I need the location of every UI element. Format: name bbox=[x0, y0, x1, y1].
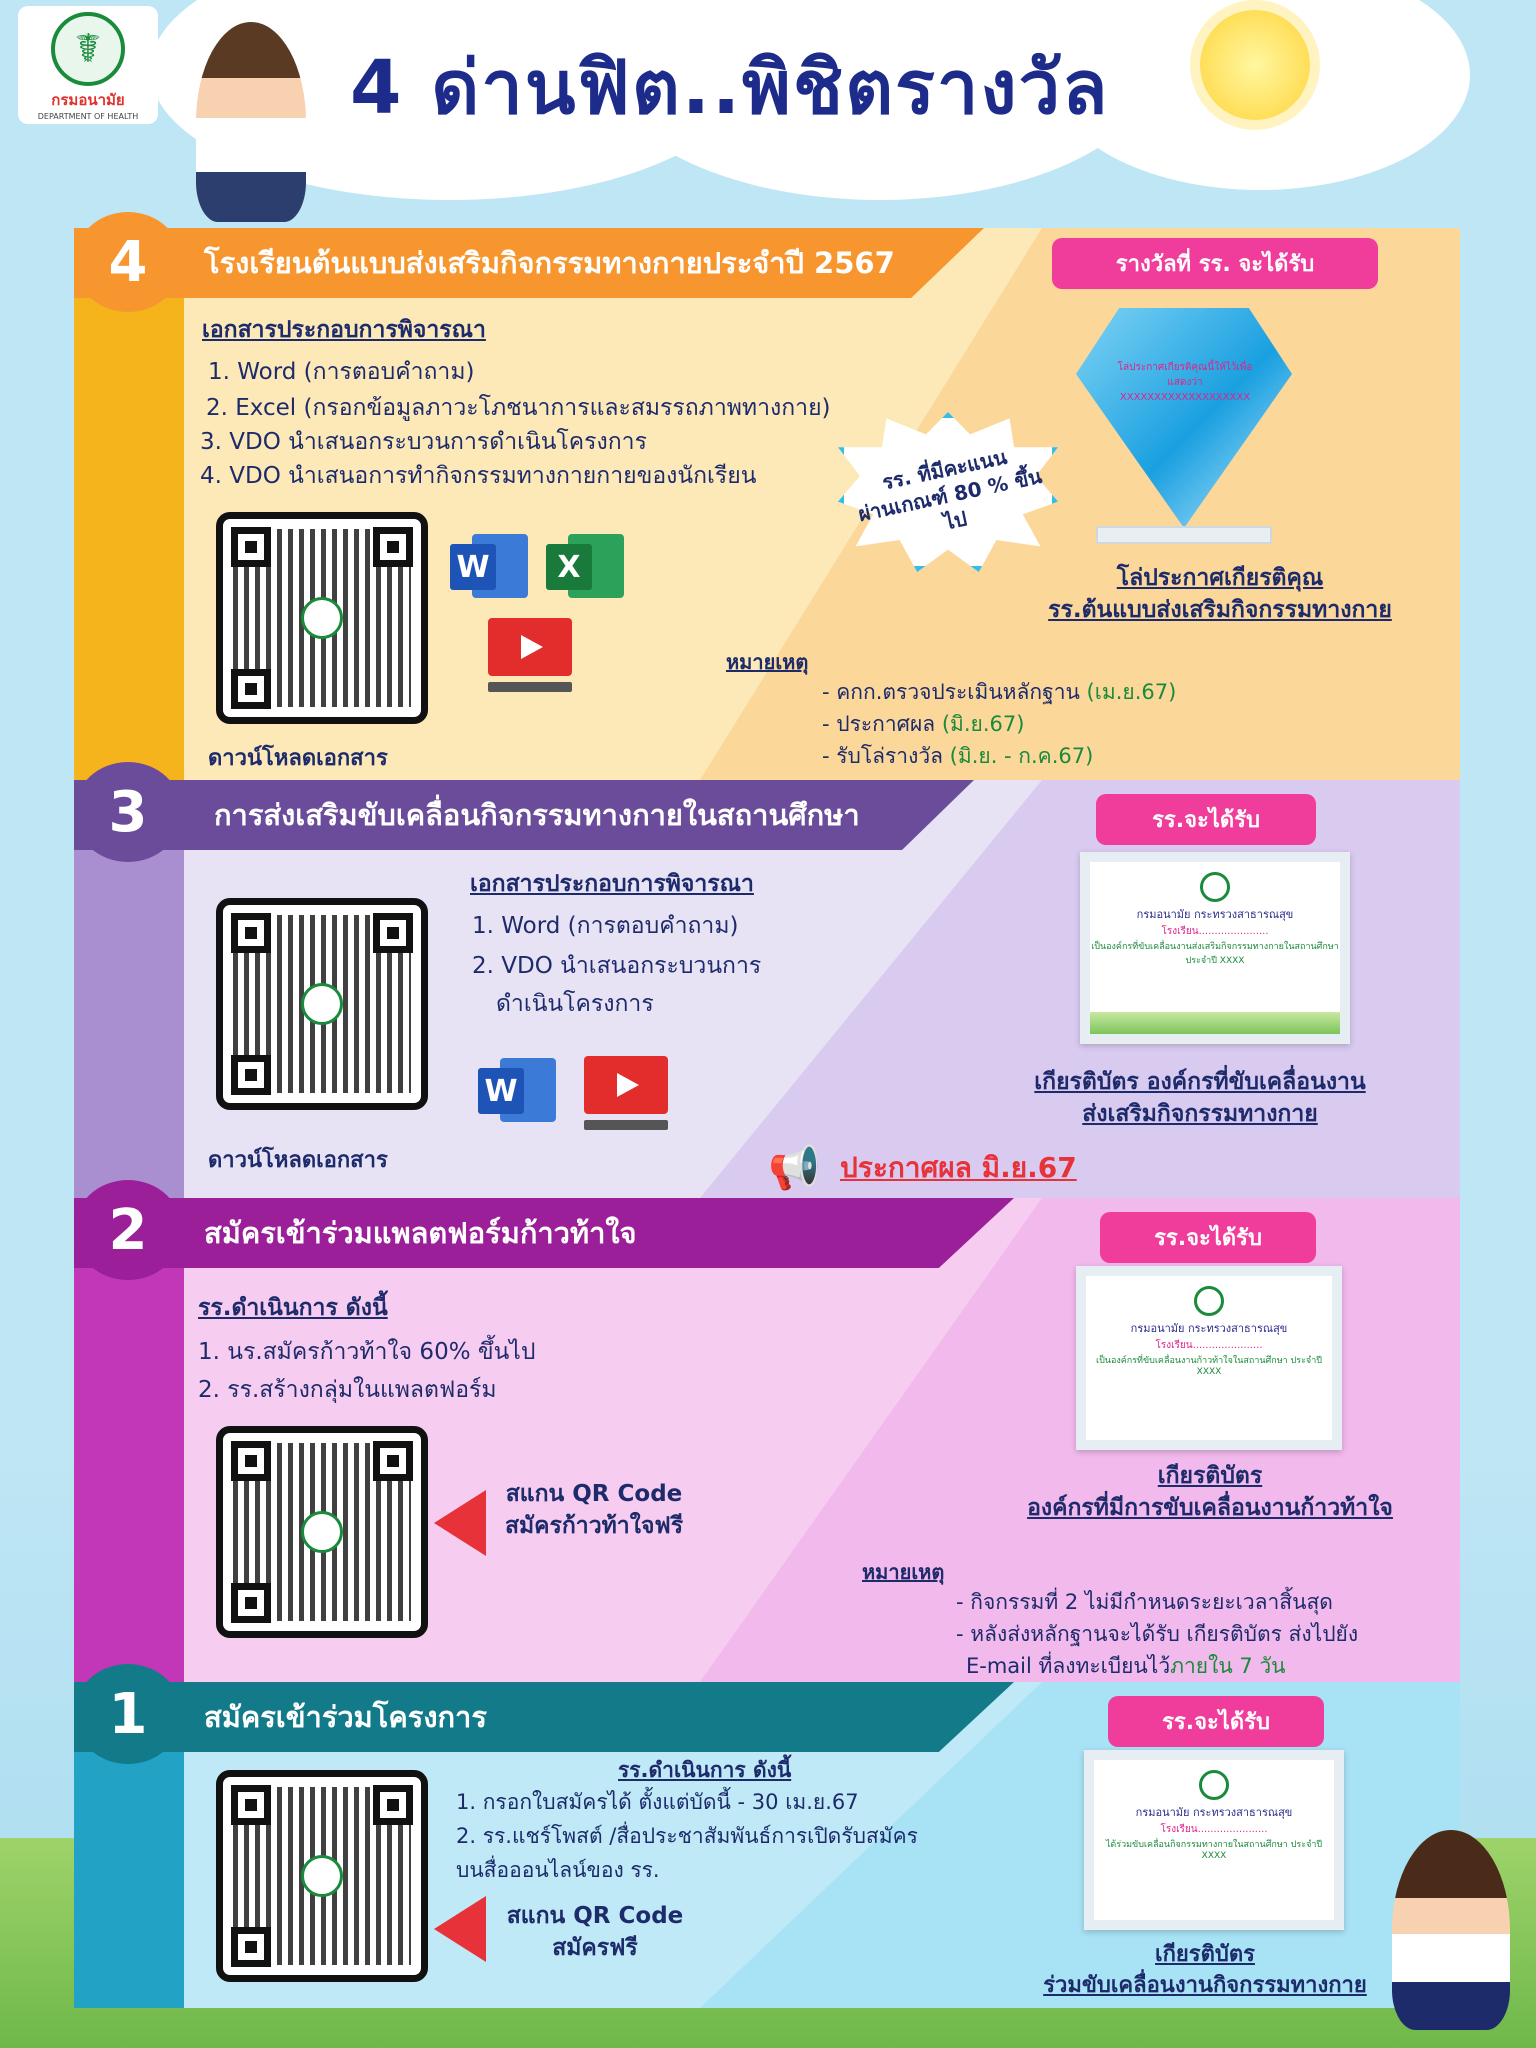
level3-doc-item: ดำเนินโครงการ bbox=[496, 991, 654, 1017]
level2-note-heading: หมายเหตุ bbox=[862, 1560, 945, 1584]
health-seal-icon bbox=[301, 983, 343, 1025]
level2-scan-instructions: สแกน QR Code สมัครก้าวท้าใจฟรี bbox=[504, 1481, 684, 1540]
level4-number-badge: 4 bbox=[74, 212, 182, 312]
trophy-inscription: โล่ประกาศเกียรติคุณนี้ให้ไว้เพื่อแสดงว่า… bbox=[1117, 362, 1253, 403]
level2-note: - หลังส่งหลักฐานจะได้รับ เกียรติบัตร ส่ง… bbox=[956, 1622, 1359, 1646]
megaphone-icon: 📢 bbox=[768, 1143, 821, 1192]
level4-note: - คกก.ตรวจประเมินหลักฐาน (เม.ย.67) bbox=[822, 680, 1177, 704]
level1-title: สมัครเข้าร่วมโครงการ bbox=[204, 1700, 487, 1734]
boy-character-illustration bbox=[196, 22, 306, 222]
level3-doc-item: 1. Word (การตอบคำถาม) bbox=[472, 913, 739, 939]
pointer-arrow-icon bbox=[434, 1490, 486, 1556]
level1-step-item: 2. รร.แชร์โพสต์ /สื่อประชาสัมพันธ์การเปิ… bbox=[456, 1824, 918, 1848]
level4-note: - รับโล่รางวัล (มิ.ย. - ก.ค.67) bbox=[822, 744, 1094, 768]
level1-reward-pill: รร.จะได้รับ bbox=[1108, 1696, 1324, 1747]
level4-title: โรงเรียนต้นแบบส่งเสริมกิจกรรมทางกายประจำ… bbox=[204, 246, 895, 280]
level4-doc-item: 4. VDO นำเสนอการทำกิจกรรมทางกายกายของนัก… bbox=[200, 463, 757, 489]
level1-certificate-image: กรมอนามัย กระทรวงสาธารณสุข โรงเรียน.....… bbox=[1084, 1750, 1344, 1930]
level1-signup-qr-code[interactable] bbox=[216, 1770, 428, 1982]
level3-title: การส่งเสริมขับเคลื่อนกิจกรรมทางกายในสถาน… bbox=[214, 798, 860, 832]
level2-reward-pill: รร.จะได้รับ bbox=[1100, 1212, 1316, 1263]
level3-reward-pill: รร.จะได้รับ bbox=[1096, 794, 1316, 845]
level4-reward-pill: รางวัลที่ รร. จะได้รับ bbox=[1052, 238, 1378, 289]
level4-note-heading: หมายเหตุ bbox=[726, 650, 809, 674]
level2-steps-heading: รร.ดำเนินการ ดังนี้ bbox=[198, 1295, 388, 1321]
trophy-base bbox=[1096, 526, 1272, 544]
level3-certificate-image: กรมอนามัย กระทรวงสาธารณสุข โรงเรียน.....… bbox=[1080, 852, 1350, 1044]
level1-scan-instructions: สแกน QR Code สมัครฟรี bbox=[506, 1903, 684, 1962]
logo-subtitle: DEPARTMENT OF HEALTH bbox=[37, 112, 139, 121]
level3-header: การส่งเสริมขับเคลื่อนกิจกรรมทางกายในสถาน… bbox=[74, 780, 974, 850]
health-seal-icon bbox=[301, 597, 343, 639]
level2-number-badge: 2 bbox=[74, 1180, 182, 1280]
level2-note: - กิจกรรมที่ 2 ไม่มีกำหนดระยะเวลาสิ้นสุด bbox=[956, 1590, 1333, 1614]
level3-announcement: ประกาศผล มิ.ย.67 bbox=[840, 1151, 1077, 1184]
level4-docs-heading: เอกสารประกอบการพิจารณา bbox=[202, 317, 486, 343]
level4-note: - ประกาศผล (มิ.ย.67) bbox=[822, 712, 1025, 736]
level2-step-item: 2. รร.สร้างกลุ่มในแพลตฟอร์ม bbox=[198, 1377, 497, 1403]
health-seal-icon bbox=[301, 1855, 343, 1897]
logo-name: กรมอนามัย bbox=[51, 91, 125, 109]
level3-doc-item: 2. VDO นำเสนอกระบวนการ bbox=[472, 953, 762, 979]
word-icon: W bbox=[478, 1054, 556, 1126]
level3-number-badge: 3 bbox=[74, 762, 182, 862]
level1-award-title: เกียรติบัตร ร่วมขับเคลื่อนงานกิจกรรมทางก… bbox=[1043, 1942, 1367, 1998]
level1-step-item: บนสื่อออนไลน์ของ รร. bbox=[456, 1858, 660, 1882]
level3-download-qr-code[interactable] bbox=[216, 898, 428, 1110]
level1-number-badge: 1 bbox=[74, 1664, 182, 1764]
girl-character-illustration bbox=[1392, 1830, 1510, 2030]
word-icon: W bbox=[450, 530, 528, 602]
level2-award-title: เกียรติบัตร องค์กรที่มีการขับเคลื่อนงานก… bbox=[1027, 1463, 1393, 1522]
platform-logo-icon bbox=[301, 1511, 343, 1553]
health-seal-icon bbox=[1194, 1286, 1224, 1316]
video-icon bbox=[488, 618, 572, 698]
level4-header: โรงเรียนต้นแบบส่งเสริมกิจกรรมทางกายประจำ… bbox=[74, 228, 984, 298]
level4-award-title: โล่ประกาศเกียรติคุณ รร.ต้นแบบส่งเสริมกิจ… bbox=[1048, 565, 1392, 624]
level3-docs-heading: เอกสารประกอบการพิจารณา bbox=[470, 871, 754, 897]
level2-certificate-image: กรมอนามัย กระทรวงสาธารณสุข โรงเรียน.....… bbox=[1076, 1266, 1342, 1450]
excel-icon: X bbox=[546, 530, 624, 602]
department-seal-icon bbox=[51, 12, 125, 86]
level1-step-item: 1. กรอกใบสมัครได้ ตั้งแต่บัดนี้ - 30 เม.… bbox=[456, 1790, 859, 1814]
level2-step-item: 1. นร.สมัครก้าวท้าใจ 60% ขึ้นไป bbox=[198, 1339, 536, 1365]
page-title: 4 ด่านฟิต..พิชิตรางวัล bbox=[350, 45, 1110, 131]
level1-header: สมัครเข้าร่วมโครงการ bbox=[74, 1682, 1014, 1752]
level2-signup-qr-code[interactable] bbox=[216, 1426, 428, 1638]
level4-doc-item: 1. Word (การตอบคำถาม) bbox=[208, 359, 475, 385]
level2-note: E-mail ที่ลงทะเบียนไว้ภายใน 7 วัน bbox=[966, 1654, 1286, 1678]
level2-title: สมัครเข้าร่วมแพลตฟอร์มก้าวท้าใจ bbox=[204, 1216, 637, 1250]
health-seal-icon bbox=[1199, 1770, 1229, 1800]
video-icon bbox=[584, 1056, 668, 1136]
level4-download-label: ดาวน์โหลดเอกสาร bbox=[208, 746, 388, 771]
sun-icon bbox=[1200, 10, 1310, 120]
level4-doc-item: 2. Excel (กรอกข้อมูลภาวะโภชนาการและสมรรถ… bbox=[206, 395, 831, 421]
department-logo: กรมอนามัย DEPARTMENT OF HEALTH bbox=[18, 6, 158, 124]
level3-award-title: เกียรติบัตร องค์กรที่ขับเคลื่อนงาน ส่งเส… bbox=[1034, 1069, 1366, 1128]
level2-header: สมัครเข้าร่วมแพลตฟอร์มก้าวท้าใจ bbox=[74, 1198, 1014, 1268]
health-seal-icon bbox=[1200, 872, 1230, 902]
level4-download-qr-code[interactable] bbox=[216, 512, 428, 724]
level3-download-label: ดาวน์โหลดเอกสาร bbox=[208, 1148, 388, 1173]
level4-doc-item: 3. VDO นำเสนอกระบวนการดำเนินโครงการ bbox=[200, 429, 647, 455]
pointer-arrow-icon bbox=[434, 1896, 486, 1962]
level1-steps-heading: รร.ดำเนินการ ดังนี้ bbox=[618, 1758, 792, 1782]
